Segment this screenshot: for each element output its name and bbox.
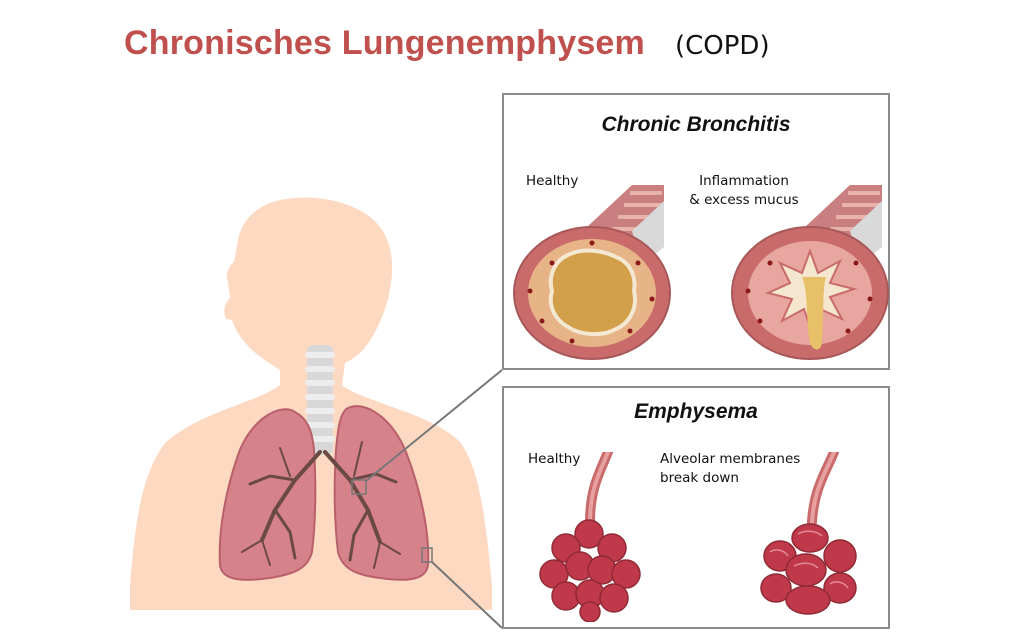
healthy-alveoli-illustration [539,452,641,622]
bronchial-tree [241,441,401,569]
trachea [305,345,335,455]
panel-emphysema: Emphysema Healthy Alveolar membranes bre… [502,386,890,629]
zoom-marker-alveoli [421,547,433,563]
title-sub: (COPD) [674,31,770,61]
zoom-marker-bronchus [351,479,367,495]
healthy-bronchus-illustration [513,185,671,360]
label-healthy-alveoli: Healthy [528,451,581,467]
human-figure-illustration [130,197,492,610]
inflamed-bronchus-illustration [731,185,889,360]
title-main: Chronisches Lungenemphysem [124,24,645,62]
panel-title-chronic-bronchitis: Chronic Bronchitis [601,113,791,136]
title: Chronisches Lungenemphysem (COPD) [124,24,770,72]
label-healthy-bronchus: Healthy [526,173,579,189]
label-inflammation-mucus: Inflammation & excess mucus [689,173,799,208]
panel-title-emphysema: Emphysema [634,400,758,423]
label-alveolar-breakdown: Alveolar membranes break down [660,451,801,486]
panel-chronic-bronchitis: Chronic Bronchitis Healthy Inflammation … [502,93,890,370]
damaged-alveoli-illustration [760,452,857,615]
